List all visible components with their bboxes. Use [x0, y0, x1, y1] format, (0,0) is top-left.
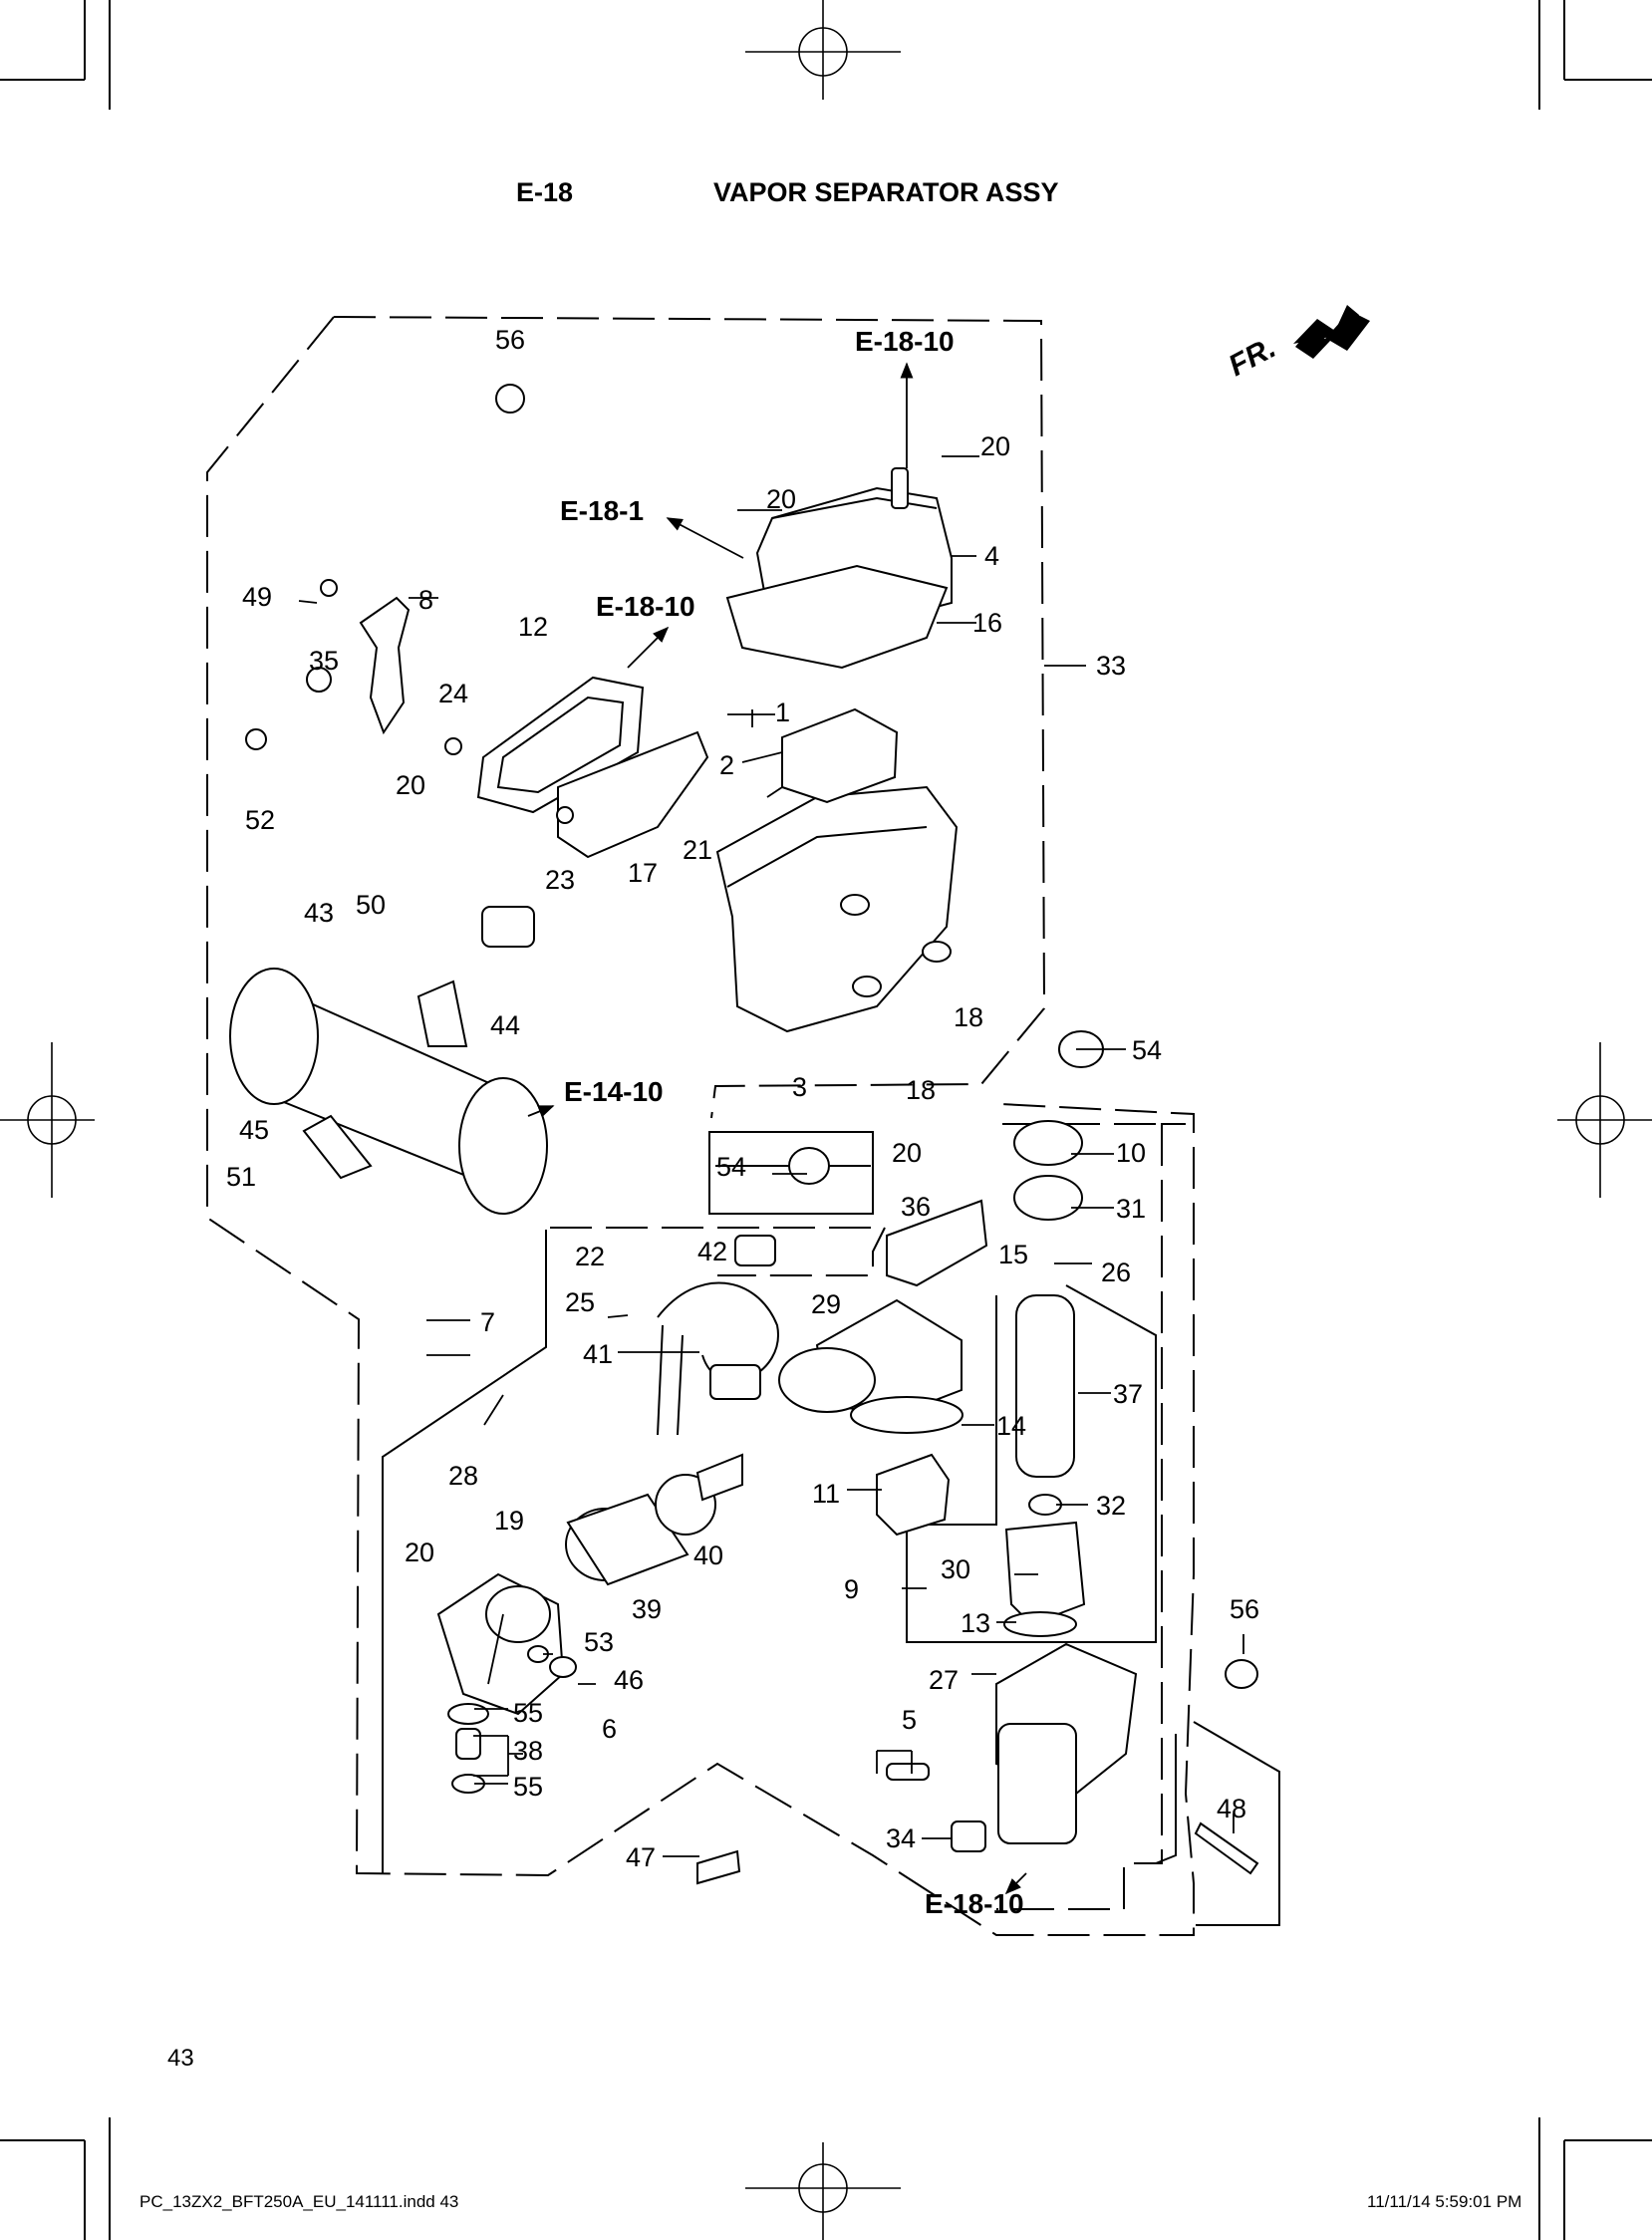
reference-e14-10[interactable]: E-14-10	[564, 1076, 664, 1107]
callout-24: 24	[438, 679, 468, 708]
callout-28: 28	[448, 1461, 478, 1491]
callout-50: 50	[356, 890, 386, 920]
callout-53: 53	[584, 1627, 614, 1657]
section-code: E-18	[516, 177, 574, 207]
callout-18-a: 18	[954, 1002, 983, 1032]
callout-5: 5	[902, 1705, 917, 1735]
registration-mark-bottom	[745, 2142, 901, 2240]
reference-e18-10-top[interactable]: E-18-10	[855, 326, 955, 357]
callout-8: 8	[418, 585, 433, 615]
callout-51: 51	[226, 1162, 256, 1192]
callout-20-pump: 20	[892, 1138, 922, 1168]
callout-40: 40	[693, 1540, 723, 1570]
callout-48: 48	[1217, 1794, 1246, 1823]
reference-e18-10-mid[interactable]: E-18-10	[596, 591, 695, 622]
page-number: 43	[167, 2045, 194, 2072]
callout-6: 6	[602, 1714, 617, 1744]
callout-55-bottom: 55	[513, 1772, 543, 1802]
callout-13: 13	[961, 1608, 990, 1638]
callout-4: 4	[984, 541, 999, 571]
callout-39: 39	[632, 1594, 662, 1624]
callout-3: 3	[792, 1072, 807, 1102]
callout-7: 7	[480, 1307, 495, 1337]
page-title: VAPOR SEPARATOR ASSY	[713, 177, 1059, 207]
callout-27: 27	[929, 1665, 959, 1695]
callout-31: 31	[1116, 1194, 1146, 1224]
callout-12: 12	[518, 612, 548, 642]
part-callouts: 56 20 20 4 16 49 8 12 33 35 24 1 2 52 20…	[226, 325, 1259, 1872]
callout-20-plate: 20	[396, 770, 425, 800]
registration-mark-right	[1557, 1042, 1652, 1198]
callout-34: 34	[886, 1823, 916, 1853]
callout-17: 17	[628, 858, 658, 888]
callout-22: 22	[575, 1242, 605, 1271]
callout-29: 29	[811, 1289, 841, 1319]
callout-41: 41	[583, 1339, 613, 1369]
reference-e18-10-bottom[interactable]: E-18-10	[925, 1888, 1024, 1919]
callout-14: 14	[996, 1411, 1026, 1441]
callout-44: 44	[490, 1010, 520, 1040]
callout-25: 25	[565, 1287, 595, 1317]
part-shapes	[229, 384, 1259, 1885]
callout-38: 38	[513, 1736, 543, 1766]
slug-datetime: 11/11/14 5:59:01 PM	[1367, 2192, 1522, 2211]
sub-assembly-boxes	[382, 1123, 1280, 1926]
callout-20-housing: 20	[405, 1538, 434, 1567]
registration-mark-top	[745, 0, 901, 100]
callout-18-b: 18	[906, 1075, 936, 1105]
front-direction-arrow: FR.	[1224, 305, 1370, 383]
callout-46: 46	[614, 1665, 644, 1695]
callout-54-box: 54	[716, 1152, 746, 1182]
callout-56-top: 56	[495, 325, 525, 355]
callout-2: 2	[719, 750, 734, 780]
callout-37: 37	[1113, 1379, 1143, 1409]
callout-20-top: 20	[980, 431, 1010, 461]
reference-e18-1[interactable]: E-18-1	[560, 495, 644, 526]
callout-11: 11	[812, 1479, 840, 1509]
callout-15: 15	[998, 1240, 1028, 1269]
leader-lines	[298, 362, 1244, 1895]
callout-33: 33	[1096, 651, 1126, 681]
callout-43: 43	[304, 898, 334, 928]
callout-32: 32	[1096, 1491, 1126, 1521]
callout-35: 35	[309, 646, 339, 676]
callout-16: 16	[972, 608, 1002, 638]
callout-30: 30	[941, 1554, 970, 1584]
slug-filename: PC_13ZX2_BFT250A_EU_141111.indd 43	[139, 2192, 459, 2211]
callout-55-top: 55	[513, 1698, 543, 1728]
callout-54-right: 54	[1132, 1035, 1162, 1065]
callout-42: 42	[697, 1237, 727, 1266]
callout-26: 26	[1101, 1258, 1131, 1287]
callout-19: 19	[494, 1506, 524, 1536]
callout-49: 49	[242, 582, 272, 612]
callout-1: 1	[775, 698, 790, 727]
callout-45: 45	[239, 1115, 269, 1145]
callout-36: 36	[901, 1192, 931, 1222]
callout-56-bottom: 56	[1230, 1594, 1259, 1624]
reference-labels: E-18-10 E-18-1 E-18-10 E-14-10 E-18-10	[560, 326, 1024, 1919]
callout-9: 9	[844, 1574, 859, 1604]
registration-mark-left	[0, 1042, 95, 1198]
front-label: FR.	[1224, 331, 1281, 383]
callout-20-cover: 20	[766, 484, 796, 514]
callout-21: 21	[683, 835, 712, 865]
callout-10: 10	[1116, 1138, 1146, 1168]
callout-52: 52	[245, 805, 275, 835]
callout-23: 23	[545, 865, 575, 895]
callout-47: 47	[626, 1842, 656, 1872]
